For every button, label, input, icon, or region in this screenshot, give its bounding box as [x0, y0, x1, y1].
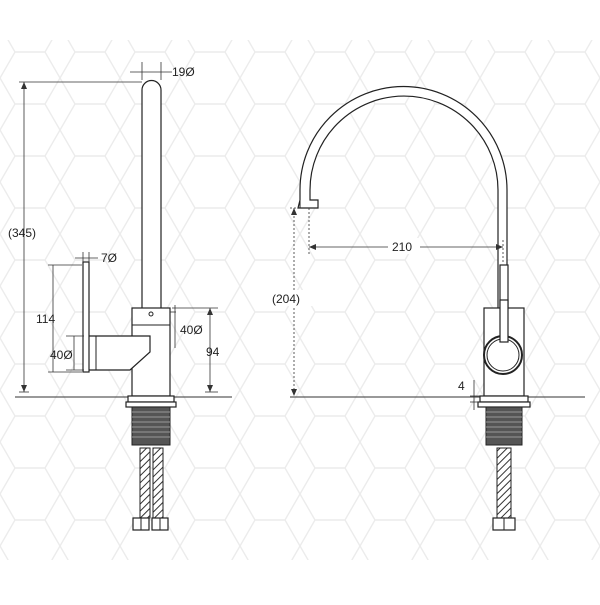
- body-diameter-label: 40Ø: [180, 323, 203, 337]
- reach-label: 210: [392, 240, 412, 254]
- side-hose-left: [139, 447, 151, 519]
- side-threaded-shank: [131, 406, 171, 446]
- handle-height-label: 114: [36, 312, 55, 326]
- side-flange: [127, 395, 175, 403]
- gooseneck-spout: [297, 85, 508, 313]
- side-spout: [141, 79, 162, 311]
- front-hose: [496, 447, 512, 519]
- flange-thickness-label: 4: [458, 379, 465, 393]
- lever-diameter-label: 40Ø: [50, 348, 73, 362]
- handle-diameter-label: 7Ø: [101, 251, 117, 265]
- side-body: [131, 307, 171, 397]
- front-threaded-shank: [485, 406, 523, 446]
- side-view: (345) 19Ø 7Ø 114 40Ø 40Ø 94: [8, 62, 220, 531]
- spout-height-label: (204): [272, 292, 300, 306]
- front-view: 210 (204) 4: [270, 85, 531, 531]
- body-height-label: 94: [206, 345, 220, 359]
- side-height-label: (345): [8, 226, 36, 240]
- side-hose-right: [152, 447, 164, 519]
- front-flange: [479, 395, 529, 403]
- side-handle-rod: [82, 261, 90, 373]
- spout-diameter-label: 19Ø: [172, 65, 195, 79]
